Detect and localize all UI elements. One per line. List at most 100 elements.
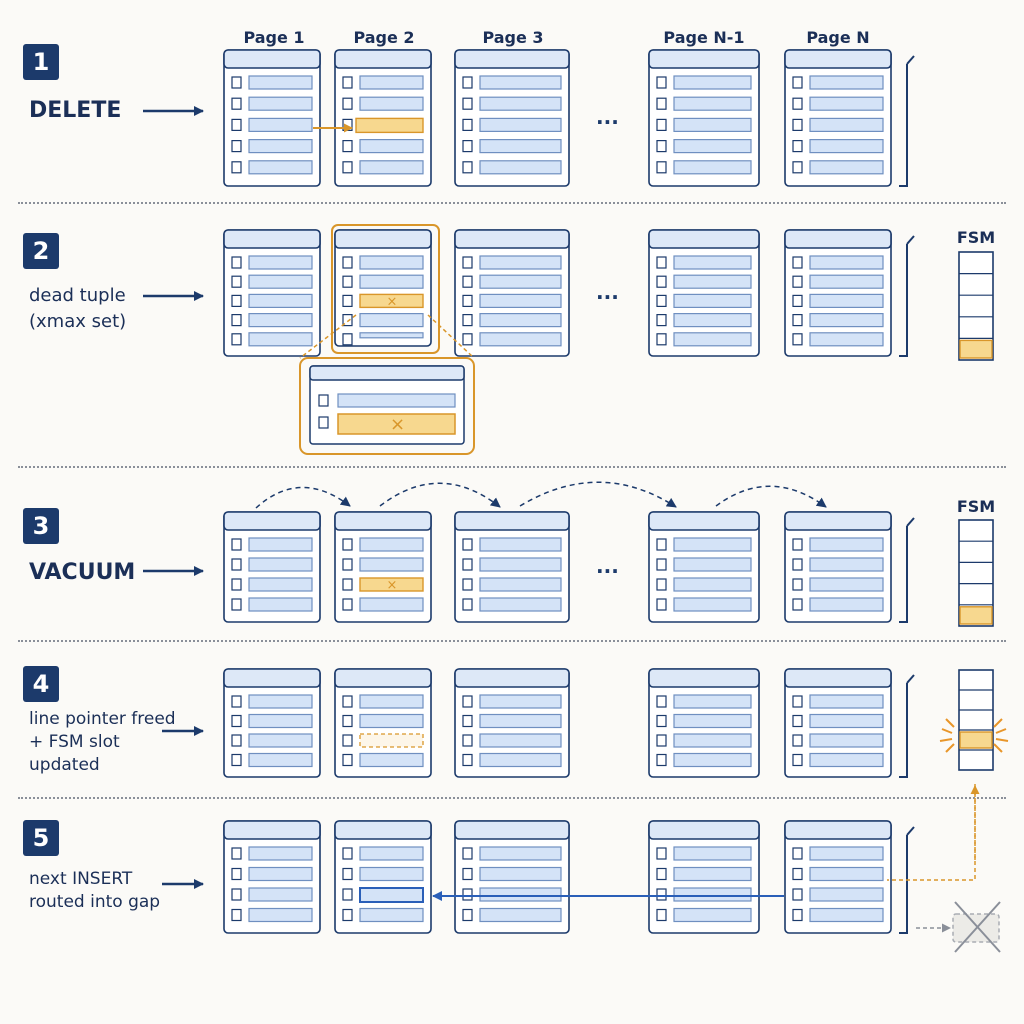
step-4-label-line-1: line pointer freed <box>29 709 176 729</box>
line-pointer <box>342 161 353 174</box>
line-pointer <box>231 161 242 174</box>
line-pointer <box>792 888 803 901</box>
tuple-row <box>673 577 752 592</box>
fsm-map-2 <box>958 519 994 627</box>
line-pointer <box>656 847 667 860</box>
divider-4 <box>18 797 1006 799</box>
ellipsis-step-1: ... <box>596 105 619 129</box>
tuple-row <box>479 255 562 270</box>
tuple-row <box>673 96 752 111</box>
tuple-row <box>248 96 313 111</box>
tuple-row <box>673 255 752 270</box>
line-pointer <box>792 538 803 551</box>
line-pointer <box>792 256 803 269</box>
page-step-3-col-3 <box>454 511 570 623</box>
line-pointer <box>462 76 473 89</box>
dead-marker: × <box>387 294 398 309</box>
vacuum-scan-arc-1 <box>255 486 351 509</box>
relation-end-tick <box>906 55 915 65</box>
line-pointer <box>462 256 473 269</box>
deleted-tuple-row <box>355 117 424 134</box>
tuple-row <box>479 733 562 748</box>
line-pointer <box>231 734 242 747</box>
line-pointer <box>462 714 473 728</box>
tuple-row <box>809 274 884 289</box>
tuple-row <box>479 557 562 572</box>
tuple-row <box>479 293 562 308</box>
tuple-row <box>248 733 313 748</box>
line-pointer <box>342 578 353 591</box>
tuple-row <box>809 713 884 729</box>
line-pointer <box>792 867 803 881</box>
tuple-row <box>673 332 752 347</box>
line-pointer <box>342 76 353 89</box>
line-pointer <box>342 734 353 747</box>
line-pointer <box>342 97 353 110</box>
step-3-label: VACUUM <box>29 560 135 585</box>
line-pointer <box>792 97 803 110</box>
step-5-badge: 5 <box>23 820 59 856</box>
step-2-badge: 2 <box>23 233 59 269</box>
line-pointer <box>342 867 353 881</box>
relation-end-tick <box>906 674 915 684</box>
page-step-1-col-4 <box>648 49 760 187</box>
tuple-row <box>479 694 562 709</box>
line-pointer <box>342 714 353 728</box>
line-pointer <box>231 847 242 860</box>
line-pointer <box>656 714 667 728</box>
page-header <box>334 668 432 688</box>
page-step-1-col-3 <box>454 49 570 187</box>
line-pointer <box>656 695 667 708</box>
page-step-5-col-3 <box>454 820 570 934</box>
line-pointer <box>231 333 242 346</box>
line-pointer <box>792 598 803 611</box>
line-pointer <box>231 753 242 767</box>
line-pointer <box>342 333 353 346</box>
page-step-4-col-1 <box>223 668 321 778</box>
tuple-row <box>359 694 424 709</box>
line-pointer <box>462 538 473 551</box>
line-pointer <box>656 598 667 611</box>
line-pointer <box>342 888 353 901</box>
fsm-title-step3: FSM <box>956 497 996 516</box>
vacuum-scan-arc-4 <box>715 485 827 508</box>
zoom-connector-right <box>427 314 475 359</box>
line-pointer <box>462 275 473 288</box>
line-pointer <box>231 314 242 327</box>
line-pointer <box>792 695 803 708</box>
line-pointer <box>342 256 353 269</box>
line-pointer <box>342 275 353 288</box>
relation-end-bracket <box>899 64 908 187</box>
line-pointer <box>462 294 473 307</box>
divider-2 <box>18 466 1006 468</box>
page-header <box>648 668 760 688</box>
pages-layer: ...×...×... <box>223 49 915 934</box>
page-step-5-col-5 <box>784 820 892 934</box>
step-2-label: dead tuple (xmax set) <box>29 283 126 335</box>
divider-1 <box>18 202 1006 204</box>
zoom-slot-1 <box>318 394 329 407</box>
tuple-row <box>248 713 313 729</box>
line-pointer <box>342 294 353 307</box>
step-3-badge: 3 <box>23 508 59 544</box>
tuple-row <box>673 313 752 328</box>
tuple-row <box>359 313 424 328</box>
line-pointer <box>342 847 353 860</box>
page-header <box>784 229 892 249</box>
page-step-1-col-1 <box>223 49 321 187</box>
line-pointer <box>656 161 667 174</box>
line-pointer <box>231 695 242 708</box>
page-header <box>223 668 321 688</box>
line-pointer <box>792 118 803 132</box>
line-pointer <box>792 161 803 174</box>
page-step-5-col-1 <box>223 820 321 934</box>
page-header <box>454 511 570 531</box>
page-step-5-col-2 <box>334 820 432 934</box>
tuple-row <box>359 96 424 111</box>
tuple-row <box>359 597 424 612</box>
line-pointer <box>792 76 803 89</box>
page-header <box>223 511 321 531</box>
relation-end-bracket <box>899 244 908 357</box>
page-step-1-col-2 <box>334 49 432 187</box>
